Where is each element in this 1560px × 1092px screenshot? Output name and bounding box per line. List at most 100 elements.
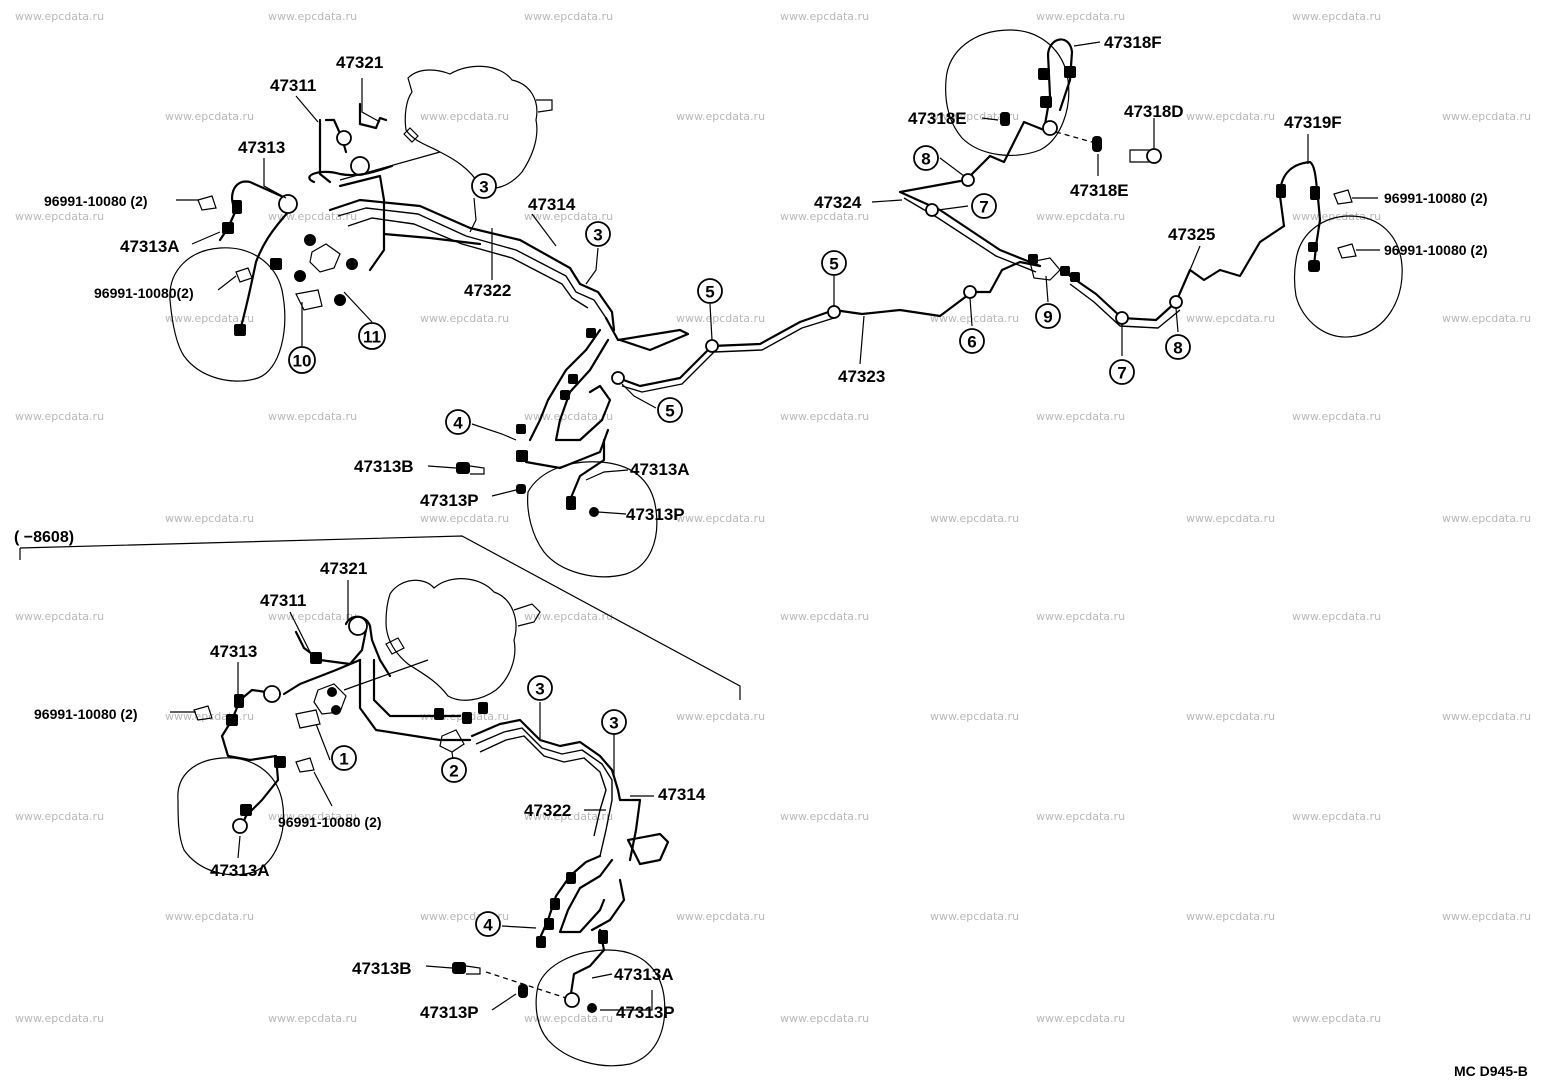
callout-number: 7 [1117,364,1126,383]
callout-8[interactable]: 8 [913,145,939,171]
part-label-96991-10080[interactable]: 96991-10080 (2) [1384,190,1488,206]
callout-8[interactable]: 8 [1165,334,1191,360]
part-label-47322[interactable]: 47322 [524,801,571,820]
inset-diagram-labels: 47321 47311 47313 96991-10080 (2) 96991-… [34,559,706,1022]
watermark: www.epcdata.ru [676,512,765,525]
leader-line [859,315,865,365]
watermark: www.epcdata.ru [1292,810,1381,823]
pipe-47322 [382,232,482,246]
junction-pipe [604,316,690,352]
leader-line [621,383,657,409]
fitting-nut [587,1003,597,1013]
watermark: www.epcdata.ru [676,910,765,923]
watermark: www.epcdata.ru [1442,110,1531,123]
part-label-47321[interactable]: 47321 [336,53,383,72]
part-label-96991-10080[interactable]: 96991-10080 (2) [34,706,138,722]
part-label-47313A[interactable]: 47313A [210,861,270,880]
callout-1[interactable]: 1 [331,745,357,771]
fitting-nut [1028,254,1038,264]
callout-7[interactable]: 7 [1109,359,1135,385]
callout-number: 3 [609,714,618,733]
callout-11[interactable]: 11 [358,322,386,350]
callout-number: 11 [363,328,381,347]
part-label-47313P[interactable]: 47313P [420,1003,479,1022]
part-label-96991-10080[interactable]: 96991-10080 (2) [278,814,382,830]
callout-10[interactable]: 10 [288,346,316,374]
pipe-clamp [925,203,939,217]
part-label-47319F[interactable]: 47319F [1284,113,1342,132]
leader-line [501,925,537,929]
booster-detail [385,637,405,655]
fitting-nut [560,390,570,400]
leader-line [491,489,517,497]
part-label-96991-10080[interactable]: 96991-10080 (2) [44,193,148,209]
fitting-nut [222,222,234,234]
callout-number: 6 [967,333,976,352]
part-label-47325[interactable]: 47325 [1168,225,1215,244]
part-label-47311[interactable]: 47311 [270,76,316,95]
part-label-47318E[interactable]: 47318E [908,109,967,128]
part-label-47322[interactable]: 47322 [464,281,511,300]
fitting-ring [336,130,352,146]
pipe-clamp [1115,311,1129,325]
part-label-47313P[interactable]: 47313P [616,1003,675,1022]
part-label-47318F[interactable]: 47318F [1104,33,1162,52]
part-label-47311[interactable]: 47311 [260,591,306,610]
rear-left-wheel-outline [527,461,658,578]
callout-3[interactable]: 3 [601,709,627,735]
callout-4[interactable]: 4 [445,409,471,435]
part-label-47313P[interactable]: 47313P [420,491,479,510]
part-label-47324[interactable]: 47324 [814,193,862,212]
callout-4[interactable]: 4 [475,911,501,937]
watermark: www.epcdata.ru [1036,410,1125,423]
part-label-96991-10080[interactable]: 96991-10080 (2) [1384,242,1488,258]
part-label-47321[interactable]: 47321 [320,559,367,578]
part-label-47313A[interactable]: 47313A [630,460,690,479]
watermark: www.epcdata.ru [268,610,357,623]
part-label-47314[interactable]: 47314 [658,785,706,804]
part-label-47313[interactable]: 47313 [238,138,285,157]
callout-9[interactable]: 9 [1035,303,1061,329]
part-label-96991-10080[interactable]: 96991-10080(2) [94,285,194,301]
pipe-47322 [479,735,607,837]
callout-6[interactable]: 6 [959,328,985,354]
watermark: www.epcdata.ru [420,312,509,325]
part-label-47314[interactable]: 47314 [528,195,576,214]
part-label-47313B[interactable]: 47313B [352,959,412,978]
watermark: www.epcdata.ru [524,810,613,823]
part-label-47318E[interactable]: 47318E [1070,181,1129,200]
fitting-nut [544,918,554,930]
part-label-47323[interactable]: 47323 [838,367,885,386]
fitting-nut [234,694,244,708]
watermark: www.epcdata.ru [524,410,613,423]
part-label-47313P[interactable]: 47313P [626,505,685,524]
junction-pipe [558,858,614,934]
callout-5[interactable]: 5 [657,397,683,423]
callout-5[interactable]: 5 [697,278,723,304]
leader-line [709,303,713,341]
leader-line [471,423,517,441]
leader-line [361,78,381,123]
part-label-47313B[interactable]: 47313B [354,457,414,476]
callout-3[interactable]: 3 [471,173,497,199]
rear-right-wheel-outline [1293,215,1403,338]
fitting-nut [516,424,526,434]
callout-number: 5 [665,402,674,421]
callout-7[interactable]: 7 [971,193,997,219]
pipe-clamp [963,285,977,299]
fitting-nut [536,936,546,948]
junction-pipe [626,832,670,866]
master-cylinder-pipe [372,658,462,718]
callout-number: 5 [829,255,838,274]
booster-detail [513,603,541,627]
watermark: www.epcdata.ru [930,910,1019,923]
part-label-47313A[interactable]: 47313A [614,965,674,984]
callout-5[interactable]: 5 [821,250,847,276]
part-label-47318D[interactable]: 47318D [1124,102,1184,121]
part-label-47313A[interactable]: 47313A [120,237,180,256]
callout-3[interactable]: 3 [527,675,553,701]
callout-3[interactable]: 3 [585,221,611,247]
hose-joint [564,992,580,1008]
callout-2[interactable]: 2 [441,757,467,783]
part-label-47313[interactable]: 47313 [210,642,257,661]
